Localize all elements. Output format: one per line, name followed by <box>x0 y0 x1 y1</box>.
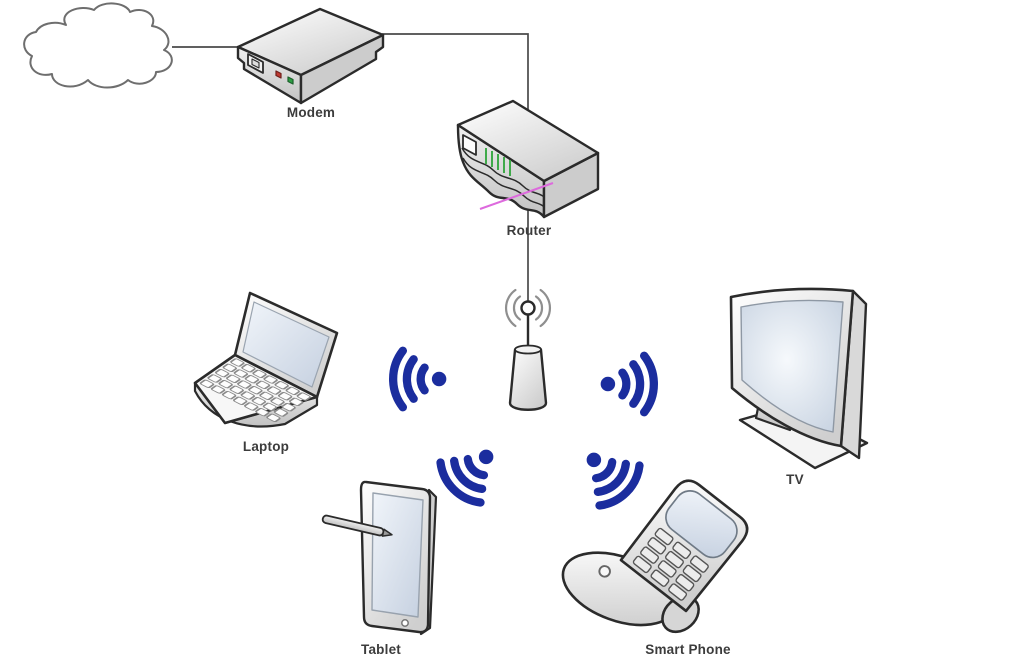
connection-lines <box>172 33 529 303</box>
wifi-signal-icon-tablet <box>434 432 512 510</box>
router-led-bars <box>485 148 511 176</box>
smartphone-label: Smart Phone <box>645 642 731 657</box>
smartphone-speaker-dot <box>598 565 611 578</box>
smartphone-keypad <box>632 527 709 601</box>
modem-port-inner <box>251 58 260 69</box>
modem-led-red <box>275 70 282 79</box>
laptop-device <box>193 291 339 428</box>
tablet-stylus <box>321 514 393 537</box>
antenna-cone <box>508 345 548 411</box>
modem-label: Modem <box>286 105 336 120</box>
wifi-signal-icon-smartphone <box>569 435 647 513</box>
smartphone-device <box>561 479 749 634</box>
modem-led-green <box>287 76 294 85</box>
router-wave-line-1 <box>461 147 545 198</box>
tv-screen <box>740 299 844 433</box>
tv-device <box>729 287 869 470</box>
router-label: Router <box>506 223 552 238</box>
internet-cloud <box>23 2 173 89</box>
modem-device <box>236 7 385 105</box>
router-cable-magenta <box>479 182 554 210</box>
antenna-ball <box>520 300 536 316</box>
tv-label: TV <box>786 472 804 487</box>
wifi-signal-icon-laptop <box>393 351 446 408</box>
router-device <box>456 99 600 219</box>
modem-right-face <box>299 33 385 105</box>
wifi-signal-icon-tv <box>601 356 654 413</box>
router-top-face <box>456 99 600 183</box>
laptop-base-front <box>193 381 319 428</box>
router-wave-line-2 <box>462 157 545 208</box>
tablet-label: Tablet <box>361 642 401 657</box>
laptop-screen <box>242 301 330 388</box>
laptop-keyboard <box>199 358 312 423</box>
antenna-cone-top <box>514 344 542 355</box>
laptop-label: Laptop <box>242 439 290 454</box>
wifi-antenna <box>505 288 551 411</box>
modem-router-cable <box>382 33 529 112</box>
router-port-square <box>462 134 477 156</box>
antenna-radio-arcs <box>505 288 551 328</box>
tablet-device <box>321 480 438 636</box>
smartphone-screen <box>665 490 738 559</box>
tablet-screen <box>371 492 424 618</box>
tablet-home-button <box>401 619 409 627</box>
